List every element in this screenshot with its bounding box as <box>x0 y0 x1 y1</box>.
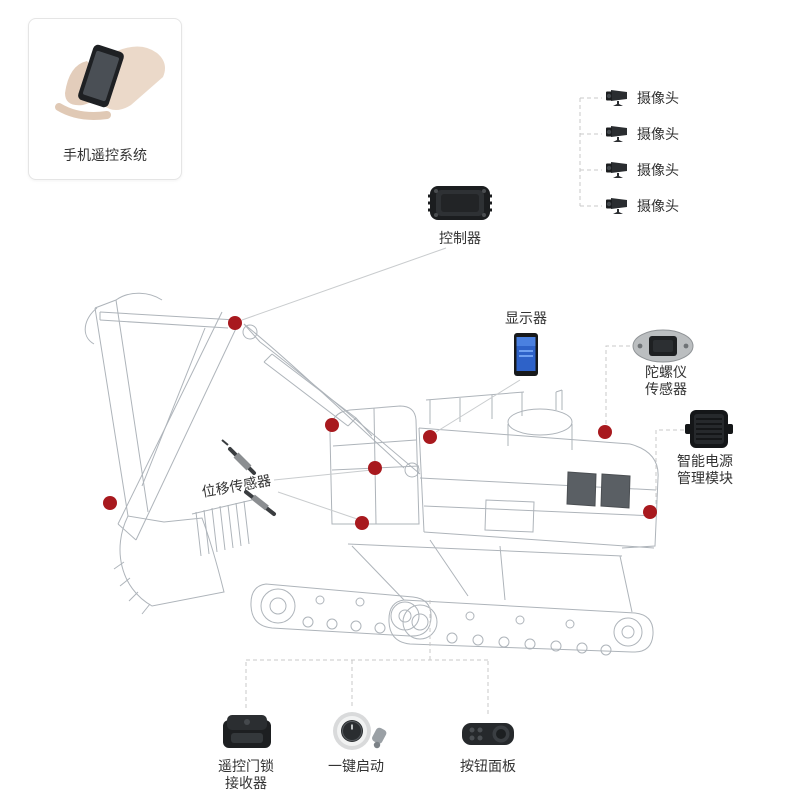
camera-icon <box>606 198 627 214</box>
camera-bracket-line <box>579 97 602 207</box>
camera-item: 摄像头 <box>604 158 679 182</box>
gyro-label-line1: 陀螺仪 <box>645 364 687 380</box>
marker-dot <box>423 430 437 444</box>
button-panel-icon <box>462 723 514 745</box>
camera-label: 摄像头 <box>637 89 679 106</box>
one-key-start-icon <box>333 712 387 750</box>
power-label-line1: 智能电源 <box>677 453 733 469</box>
gyro-label-line2: 传感器 <box>645 381 687 397</box>
camera-label: 摄像头 <box>637 125 679 142</box>
power-connector-line <box>655 429 684 504</box>
phone-remote-label: 手机遥控系统 <box>63 147 147 163</box>
camera-icon <box>606 126 627 142</box>
display-icon <box>514 333 538 376</box>
marker-dot <box>355 516 369 530</box>
controller-icon <box>428 186 492 220</box>
controller-label: 控制器 <box>439 230 481 246</box>
gyro-sensor-icon <box>632 329 694 363</box>
button-panel-label: 按钮面板 <box>460 758 516 774</box>
camera-icon <box>606 162 627 178</box>
lock-label-line1: 遥控门锁 <box>218 758 274 774</box>
camera-label: 摄像头 <box>637 161 679 178</box>
camera-label: 摄像头 <box>637 197 679 214</box>
phone-remote-card: 手机遥控系统 <box>28 18 182 180</box>
marker-dot <box>598 425 612 439</box>
door-lock-receiver-label: 遥控门锁 接收器 <box>206 758 286 792</box>
camera-item: 摄像头 <box>604 194 679 218</box>
marker-dots <box>103 316 657 530</box>
displacement-sensor-icon <box>221 439 276 516</box>
excavator-sketch-icon <box>84 292 659 656</box>
display-label: 显示器 <box>505 310 547 326</box>
power-label-line2: 管理模块 <box>677 470 733 486</box>
leader-lines <box>241 247 521 521</box>
marker-dot <box>228 316 242 330</box>
marker-dot <box>103 496 117 510</box>
one-key-start-label: 一键启动 <box>328 758 384 774</box>
gyro-connector-line <box>605 345 630 424</box>
marker-dot <box>325 418 339 432</box>
camera-item: 摄像头 <box>604 122 679 146</box>
door-lock-receiver-icon <box>223 715 271 748</box>
power-module-icon <box>685 410 733 448</box>
phone-hands-illustration <box>55 44 165 120</box>
camera-icon <box>606 90 627 106</box>
power-module-label: 智能电源 管理模块 <box>677 453 733 487</box>
lock-label-line2: 接收器 <box>225 775 267 791</box>
bottom-connector-lines <box>245 600 489 714</box>
camera-item: 摄像头 <box>604 86 679 110</box>
marker-dot <box>643 505 657 519</box>
marker-dot <box>368 461 382 475</box>
gyro-label: 陀螺仪 传感器 <box>645 364 687 398</box>
